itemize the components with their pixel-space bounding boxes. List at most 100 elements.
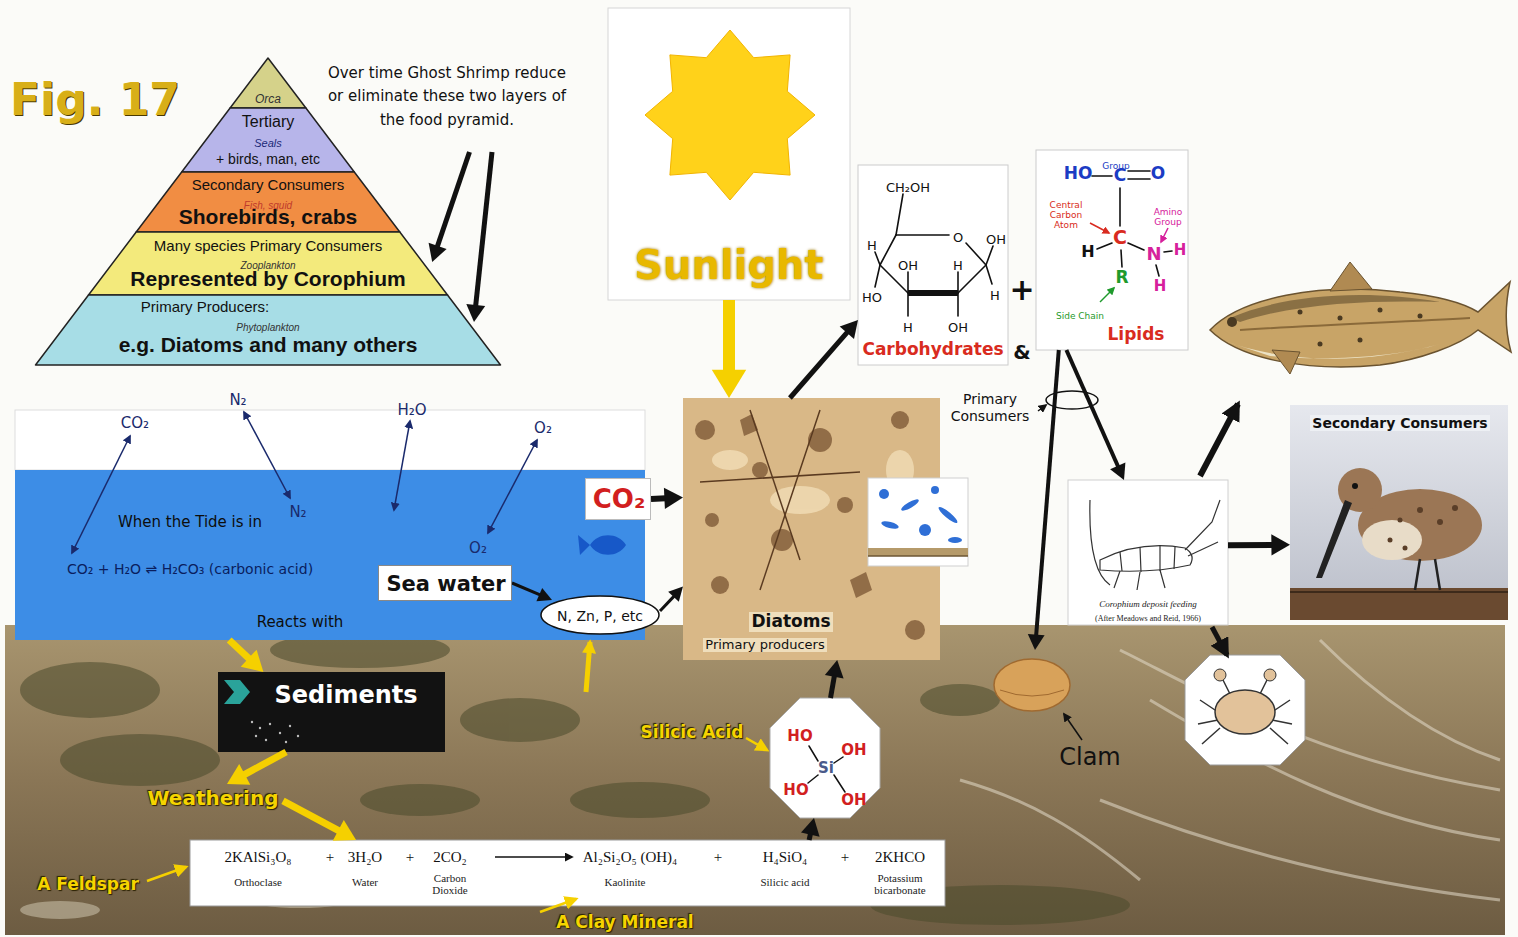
- text-anchor: A Clay Mineral: [556, 913, 693, 933]
- node-text: H: [1081, 243, 1094, 261]
- node-text: Secondary Consumers: [192, 176, 345, 193]
- node-text: Sea water: [386, 572, 505, 596]
- text-anchor: H₂O: [397, 401, 426, 419]
- node-text: R: [1115, 268, 1128, 288]
- node-text: Side Chain: [1056, 311, 1104, 321]
- text-anchor: Seals: [254, 133, 282, 151]
- arrow-shaft: [476, 152, 492, 307]
- text-anchor: Sediments: [274, 682, 417, 710]
- text-anchor: Over time Ghost Shrimp reduce or elimina…: [325, 62, 569, 132]
- text-anchor: Fig. 17: [10, 75, 180, 126]
- node-text: H: [1154, 278, 1167, 295]
- node-text: OH: [986, 233, 1006, 248]
- node-text: N, Zn, P, etc: [557, 608, 643, 624]
- flow-arrow: [651, 488, 683, 509]
- node-text: OH: [841, 792, 866, 809]
- node-text: Sediments: [274, 682, 417, 710]
- arrow-shaft: [831, 675, 835, 698]
- text-anchor: Amino Group: [1150, 208, 1186, 229]
- arrow-shaft: [651, 495, 666, 502]
- text-anchor: C: [1113, 227, 1127, 249]
- node-text: Secondary Consumers: [1310, 415, 1489, 431]
- text-anchor: + birds, man, etc: [216, 150, 320, 168]
- node-text: Many species Primary Consumers: [154, 237, 382, 254]
- text-anchor: N, Zn, P, etc: [557, 607, 643, 625]
- node-text: Corophium deposit feeding: [1099, 599, 1197, 609]
- band-fill: [182, 108, 355, 172]
- clam-figure: Clam: [990, 650, 1140, 778]
- band-fill: [136, 172, 400, 232]
- pyramid-band: TertiarySeals+ birds, man, etc: [182, 108, 354, 172]
- arrow-head: [664, 488, 683, 509]
- annotation-label: &: [1013, 341, 1030, 364]
- text-anchor: OH: [841, 791, 866, 809]
- text-anchor: +: [406, 848, 414, 866]
- text-anchor: OH: [841, 741, 866, 759]
- text-anchor: Silicic Acid: [641, 723, 744, 743]
- node-text: 2CO₂: [433, 849, 467, 866]
- arrow-head: [466, 304, 485, 322]
- edge-label: Reacts with: [257, 614, 344, 631]
- text-anchor: 2KAlSi₃O₈: [224, 848, 291, 866]
- band-fill: [89, 232, 448, 295]
- node-text: HO: [787, 728, 812, 745]
- arrow-shaft: [1036, 350, 1059, 636]
- text-anchor: Many species Primary Consumers: [154, 237, 382, 255]
- text-anchor: HO: [1064, 164, 1093, 184]
- arrow-shaft: [243, 752, 286, 775]
- annotation-note: Over time Ghost Shrimp reduce or elimina…: [322, 52, 572, 152]
- pyramid-band: Orca: [230, 58, 306, 108]
- text-anchor: CO₂: [121, 414, 149, 432]
- node-text: Represented by Corophium: [130, 267, 405, 291]
- flow-arrow: [466, 152, 492, 322]
- text-anchor: Si: [818, 759, 834, 777]
- text-anchor: +: [714, 848, 722, 866]
- text-anchor: Kaolinite: [605, 872, 646, 890]
- annotation-label: Silicic Acid: [641, 723, 744, 743]
- annotation-label: +: [1009, 273, 1034, 308]
- text-anchor: Secondary Consumers: [192, 176, 345, 194]
- sunlight-panel: Sunlight: [608, 8, 850, 300]
- node-text: Water: [352, 877, 378, 889]
- text-anchor: C: [1114, 166, 1126, 186]
- node-text: OH: [948, 321, 968, 336]
- node-text: Carbon Dioxide: [422, 873, 478, 896]
- node-text: CH₂OH: [886, 181, 930, 196]
- arrow-shaft: [283, 801, 340, 831]
- text-anchor: Carbohydrates: [862, 340, 1003, 360]
- sediments-box: Sediments: [218, 672, 445, 752]
- node-text: Primary producers: [703, 638, 826, 653]
- node-text: Seals: [254, 137, 282, 150]
- arrow-shaft: [1228, 542, 1273, 548]
- text-anchor: +: [326, 848, 334, 866]
- node-text: Potassium bicarbonate: [864, 873, 936, 896]
- text-anchor: Orca: [255, 89, 281, 107]
- ellipse-fill: [541, 596, 659, 634]
- node-text: +: [326, 849, 334, 866]
- text-anchor: CO₂ + H₂O ⇌ H₂CO₃ (carbonic acid): [67, 560, 313, 578]
- flow-arrow: [1028, 350, 1059, 650]
- flow-arrow: [229, 640, 263, 672]
- annotation-label: H₂O: [397, 402, 426, 419]
- text-anchor: OH: [986, 230, 1006, 248]
- node-text: Orca: [255, 93, 281, 107]
- node-text: Weathering: [147, 787, 278, 810]
- text-anchor: Secondary Consumers: [1310, 414, 1489, 432]
- text-anchor: 2KHCO: [875, 848, 925, 866]
- node-text: + birds, man, etc: [216, 151, 320, 167]
- annotation-label: CO₂: [121, 415, 149, 432]
- flow-arrow: [1228, 534, 1290, 555]
- node-text: HO: [862, 291, 882, 306]
- node-text: 2KHCO: [875, 849, 925, 866]
- node-text: HO: [1064, 164, 1093, 184]
- text-anchor: Weathering: [147, 787, 278, 810]
- node-text: OH: [898, 259, 918, 274]
- node-text: C: [1113, 227, 1127, 249]
- flow-arrow: [801, 818, 820, 840]
- text-anchor: Silicic acid: [760, 872, 809, 890]
- node-text: CO₂ + H₂O ⇌ H₂CO₃ (carbonic acid): [67, 561, 313, 577]
- text-anchor: H: [953, 256, 963, 274]
- text-anchor: Primary Consumers: [945, 391, 1035, 425]
- text-anchor: 2CO₂: [433, 848, 467, 866]
